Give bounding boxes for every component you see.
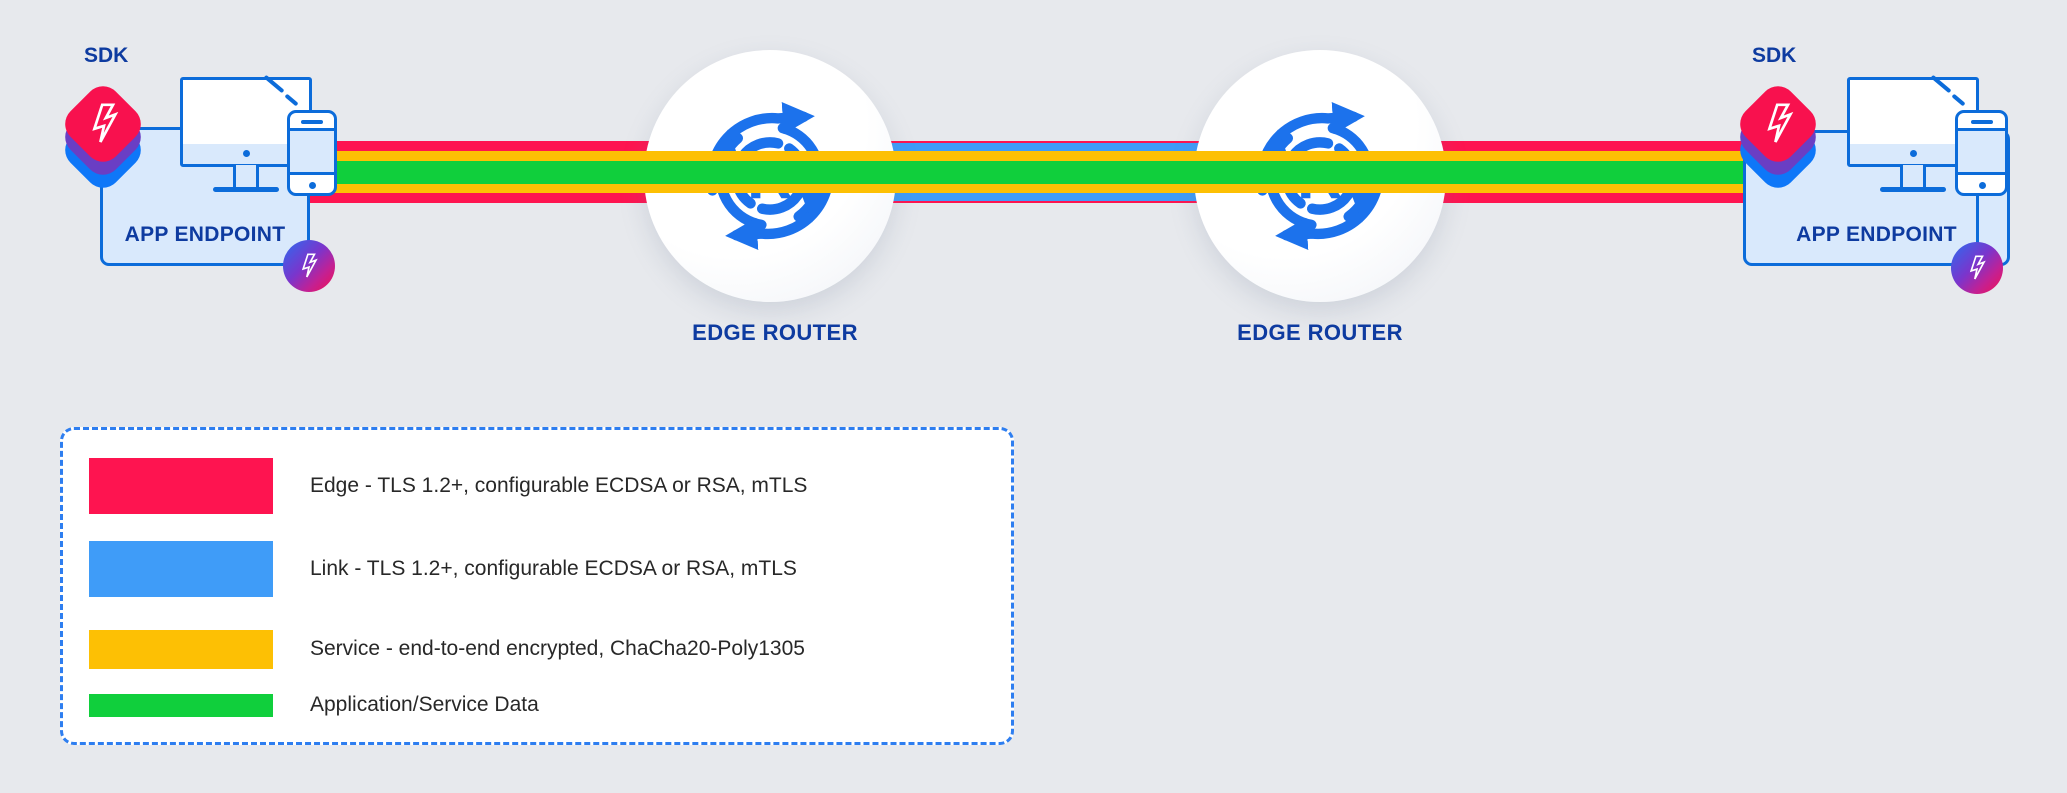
phone-icon-left xyxy=(287,110,337,196)
ziti-badge-icon-left xyxy=(283,240,335,292)
edge-router-label-left: EDGE ROUTER xyxy=(692,320,858,345)
legend-label-data: Application/Service Data xyxy=(310,693,539,716)
edge-router-label-right: EDGE ROUTER xyxy=(1237,320,1403,345)
legend-label-service: Service - end-to-end encrypted, ChaCha20… xyxy=(310,637,805,660)
ziti-badge-icon-right xyxy=(1951,242,2003,294)
app-endpoint-label-left: APP ENDPOINT xyxy=(124,223,286,246)
sdk-label-right: SDK xyxy=(1752,44,1797,67)
badge-connector-line xyxy=(1976,194,1979,244)
ziti-bolt-icon xyxy=(298,250,320,282)
ziti-bolt-icon xyxy=(86,99,122,149)
sdk-label-left: SDK xyxy=(84,44,129,67)
monitor-base xyxy=(213,187,279,192)
monitor-stand xyxy=(233,165,259,187)
phone-speaker xyxy=(1970,120,1993,124)
monitor-power-dot xyxy=(243,150,250,157)
ziti-bolt-icon xyxy=(1761,99,1797,149)
phone-screen xyxy=(1958,128,2005,175)
legend-label-edge: Edge - TLS 1.2+, configurable ECDSA or R… xyxy=(310,474,808,497)
app-endpoint-label-right: APP ENDPOINT xyxy=(1796,223,1957,246)
ziti-bolt-icon xyxy=(1966,252,1988,284)
phone-home-dot xyxy=(1978,182,1986,189)
legend-swatch-edge xyxy=(89,458,273,514)
sdk-stack-icon-left xyxy=(52,72,156,196)
phone-icon-right xyxy=(1955,110,2008,196)
legend-swatch-data xyxy=(89,694,273,717)
sdk-stack-icon-right xyxy=(1727,72,1831,196)
legend-swatch-service xyxy=(89,630,273,669)
legend-box: Edge - TLS 1.2+, configurable ECDSA or R… xyxy=(60,427,1014,745)
legend-label-link: Link - TLS 1.2+, configurable ECDSA or R… xyxy=(310,557,797,580)
monitor-stand xyxy=(1900,165,1926,187)
data-band xyxy=(305,161,1755,184)
phone-speaker xyxy=(301,120,323,124)
monitor-power-dot xyxy=(1910,150,1917,157)
monitor-base xyxy=(1880,187,1946,192)
phone-home-dot xyxy=(309,182,316,189)
legend-swatch-link xyxy=(89,541,273,597)
phone-screen xyxy=(290,128,334,175)
